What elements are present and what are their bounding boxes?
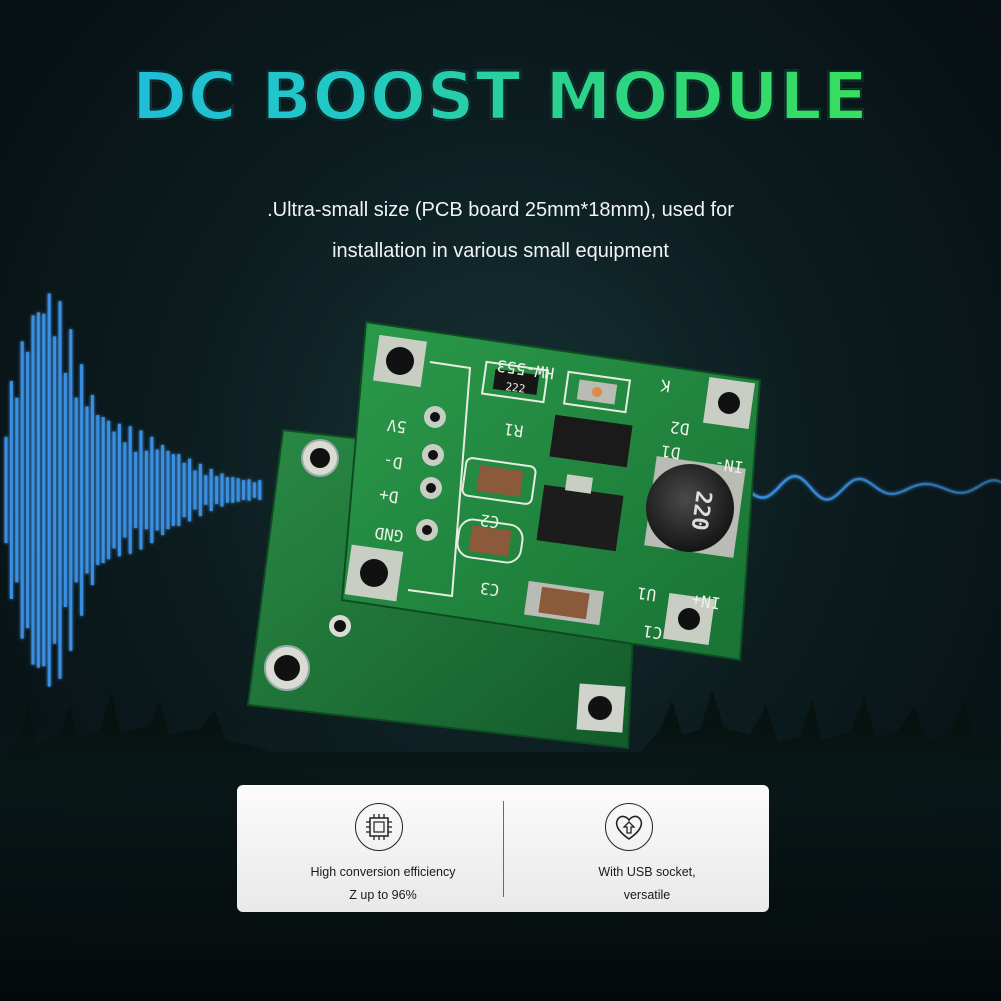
pcb-label-u1: U1 — [636, 583, 658, 604]
pcb-label-c3: C3 — [479, 578, 501, 599]
heart-icon — [605, 803, 653, 851]
subtitle-line-1: .Ultra-small size (PCB board 25mm*18mm),… — [267, 199, 734, 221]
pcb-label-k: K — [659, 376, 672, 396]
feature-efficiency-line2: Z up to 96% — [349, 888, 417, 902]
pcb-front-board — [340, 320, 762, 662]
chip-icon — [355, 803, 403, 851]
feature-usb-line2: versatile — [623, 888, 671, 902]
pcb-label-in-minus: IN- — [713, 454, 744, 477]
feature-efficiency: High conversion efficiency Z up to 96% — [273, 861, 493, 907]
features-panel: High conversion efficiency Z up to 96% W… — [237, 785, 769, 912]
pcb-label-d1: D1 — [660, 441, 682, 462]
feature-usb-line1: With USB socket, — [598, 865, 696, 879]
pcb-label-r1: R1 — [503, 419, 525, 440]
panel-divider — [503, 801, 504, 897]
subtitle-line-2: installation in various small equipment — [332, 240, 669, 262]
pcb-label-d2: D2 — [669, 417, 691, 438]
resistor-code: 222 — [505, 380, 526, 396]
page-title: DC BOOST MODULE — [0, 57, 1001, 136]
pcb-label-gnd: GND — [373, 523, 404, 546]
pcb-label-d-plus: D+ — [378, 485, 400, 506]
pcb-label-d-minus: D- — [382, 451, 404, 472]
feature-efficiency-line1: High conversion efficiency — [310, 865, 456, 879]
pcb-label-5v: 5V — [385, 415, 407, 437]
inductor-code: 220 — [686, 489, 716, 532]
pcb-label-c2: C2 — [479, 510, 501, 531]
wave-line — [744, 474, 1001, 501]
feature-usb: With USB socket, versatile — [537, 861, 757, 907]
pcb-label-in-plus: IN+ — [690, 590, 721, 613]
pcb-label-c1: C1 — [642, 621, 664, 642]
